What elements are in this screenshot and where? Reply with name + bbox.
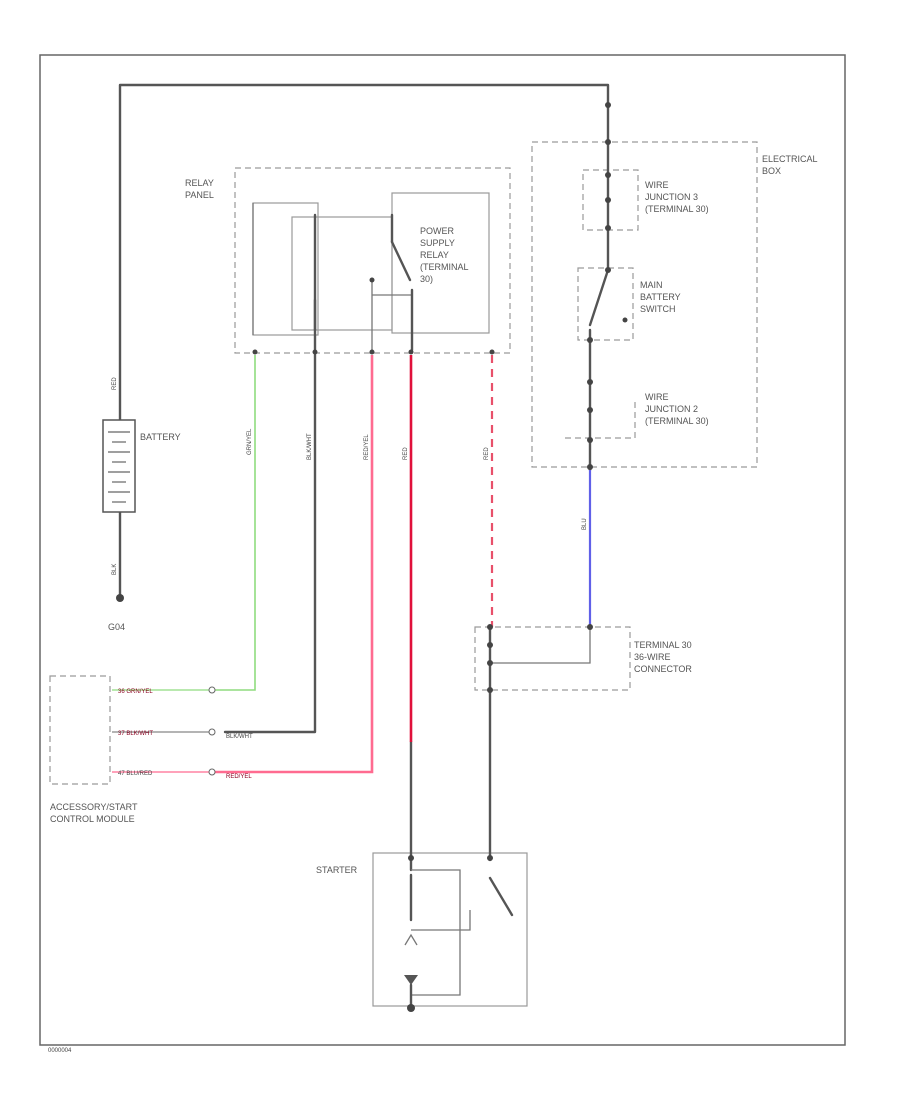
pin-47-label: 47 BLU/RED <box>118 771 153 777</box>
wire-junction-3-box <box>582 169 639 231</box>
battery-cells <box>108 431 130 503</box>
wire-code-blue: BLU <box>582 518 588 530</box>
pink-wire <box>215 355 374 774</box>
terminal-30-label: TERMINAL 30 36-WIRE CONNECTOR <box>634 640 694 674</box>
relay-switch-blade <box>390 240 412 282</box>
starter-solenoid-wire <box>411 869 461 996</box>
terminal-30-internal <box>490 627 591 664</box>
pink-wire-code-horizontal: RED/YEL <box>226 774 252 780</box>
power-supply-relay-label: POWER SUPPLY RELAY (TERMINAL 30) <box>420 226 471 284</box>
power-supply-relay-box <box>391 192 490 334</box>
diagram-code: 0000004 <box>48 1048 72 1054</box>
starter-coil <box>404 933 418 946</box>
battery-label: BATTERY <box>140 432 181 442</box>
starter-motor-symbol <box>404 975 418 985</box>
electrical-box-outline <box>531 141 758 468</box>
pin-36-label: 36 GRN/YEL <box>118 689 153 695</box>
electrical-box-label: ELECTRICAL BOX <box>762 154 820 176</box>
relay-panel-label: RELAY PANEL <box>185 178 216 200</box>
wire-code-red-dashed: RED <box>484 447 490 460</box>
accessory-module-label: ACCESSORY/START CONTROL MODULE <box>50 802 140 824</box>
wire-junction-2-box <box>565 398 636 439</box>
ground-label: G04 <box>108 622 125 632</box>
battery-feed-wire <box>118 83 610 422</box>
pin-47-connector <box>208 768 216 776</box>
main-battery-switch-label: MAIN BATTERY SWITCH <box>640 280 683 314</box>
black-wire-code-horizontal: BLK/WHT <box>226 734 253 740</box>
wire-code-ground: BLK <box>112 564 118 575</box>
wire-code-red: RED <box>403 447 409 460</box>
main-switch-blade <box>588 268 610 327</box>
starter-main-switch <box>488 876 514 917</box>
accessory-module-box <box>49 675 111 785</box>
diagram-frame <box>39 54 846 1046</box>
wire-code-pink: RED/YEL <box>364 434 370 460</box>
pin-36-connector <box>208 686 216 694</box>
wire-junction-3-label: WIRE JUNCTION 3 (TERMINAL 30) <box>645 180 709 214</box>
wire-junction-2-label: WIRE JUNCTION 2 (TERMINAL 30) <box>645 392 709 426</box>
starter-box <box>372 852 528 1007</box>
main-battery-switch-box <box>577 267 634 341</box>
battery-symbol <box>102 419 136 513</box>
pin-37-label: 37 BLK/WHT <box>118 731 153 737</box>
pin-37-connector <box>208 728 216 736</box>
black-wire <box>223 213 317 734</box>
relay-inner-box-1 <box>252 202 319 336</box>
starter-label: STARTER <box>316 865 358 875</box>
wire-code-black: BLK/WHT <box>307 433 313 460</box>
starter-coil-tap <box>411 910 471 931</box>
relay-inner-box-2 <box>291 216 393 331</box>
terminal-30-connector-box <box>474 626 631 691</box>
wire-code-battery: RED <box>112 377 118 390</box>
green-wire <box>215 355 256 691</box>
junction-dots <box>116 102 628 1012</box>
wire-code-green: GRN/YEL <box>247 428 253 455</box>
